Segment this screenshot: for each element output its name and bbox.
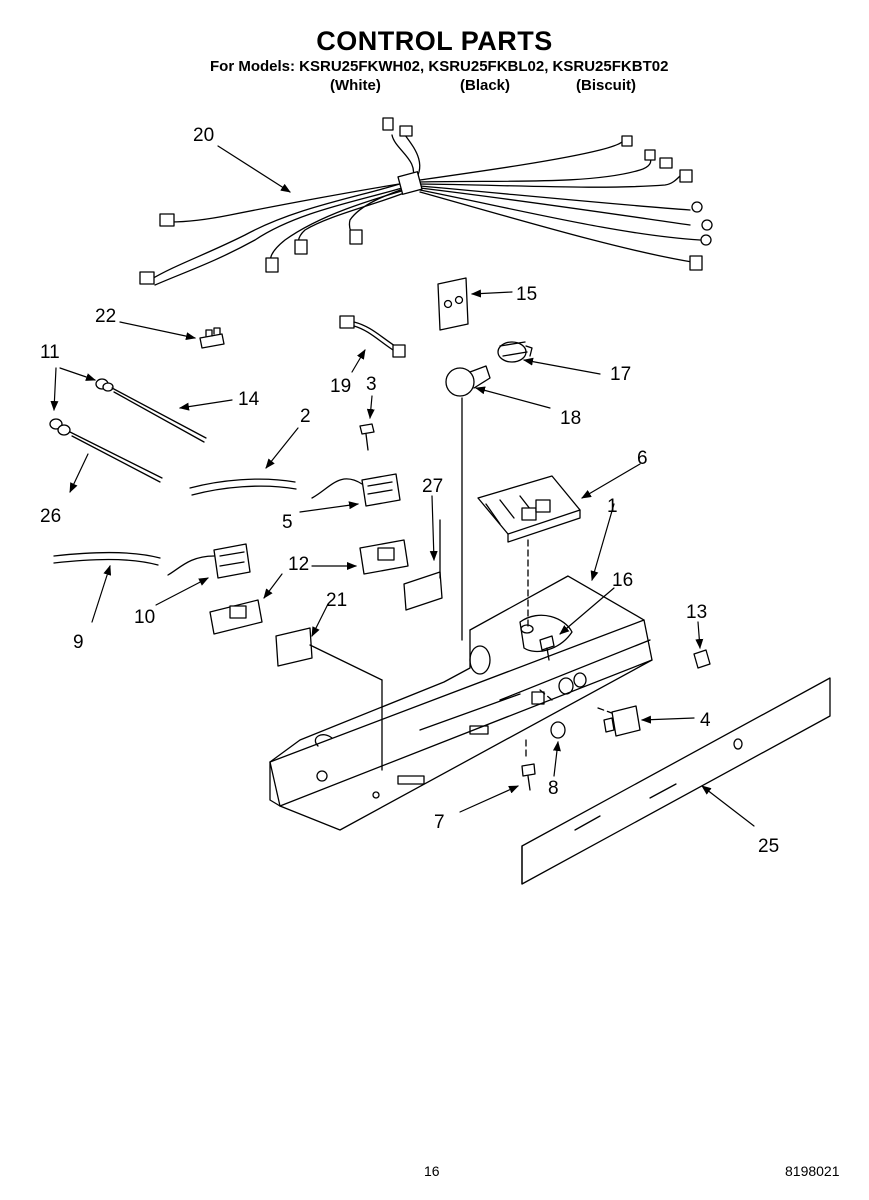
callout-2: 2 xyxy=(300,406,311,427)
screw-part-13 xyxy=(693,649,711,669)
screw-part-16 xyxy=(539,635,555,661)
knob-part-8 xyxy=(550,721,566,739)
clip-part-22 xyxy=(199,327,225,349)
screw-part-7 xyxy=(521,739,536,791)
tube-part-2 xyxy=(189,478,297,496)
color-label-biscuit: (Biscuit) xyxy=(576,77,636,94)
callout-21: 21 xyxy=(326,590,347,611)
callout-19: 19 xyxy=(330,376,351,397)
grommet-part-11-a xyxy=(95,378,114,392)
callout-7: 7 xyxy=(434,812,445,833)
grommet-part-11-b xyxy=(49,418,71,436)
switch-part-4 xyxy=(603,705,641,737)
models-line: For Models: KSRU25FKWH02, KSRU25FKBL02, … xyxy=(210,58,669,75)
bracket-part-12-a xyxy=(359,539,409,575)
callout-18: 18 xyxy=(560,408,581,429)
page-number: 16 xyxy=(424,1163,440,1179)
callout-14: 14 xyxy=(238,389,260,410)
callout-11: 11 xyxy=(40,342,60,363)
control-housing-part-1 xyxy=(269,575,653,831)
callout-16: 16 xyxy=(612,570,633,591)
callout-12: 12 xyxy=(288,554,309,575)
callout-27: 27 xyxy=(422,476,443,497)
callout-5: 5 xyxy=(282,512,293,533)
control-board-part-6 xyxy=(477,475,581,543)
thermostat-part-5 xyxy=(311,473,401,507)
lamp-socket-part-17 xyxy=(497,341,533,363)
callout-15: 15 xyxy=(516,284,537,305)
thermostat-part-10 xyxy=(167,543,251,579)
callout-9: 9 xyxy=(73,632,84,653)
wire-jumper-part-19 xyxy=(339,315,406,358)
callout-4: 4 xyxy=(700,710,711,731)
page-title: CONTROL PARTS xyxy=(316,26,553,56)
callout-20: 20 xyxy=(193,125,214,146)
callout-1: 1 xyxy=(607,496,618,517)
cover-panel-part-25 xyxy=(521,677,831,885)
callout-26: 26 xyxy=(40,506,61,527)
callout-labels: 20 15 22 11 19 3 14 17 18 2 26 5 6 27 1 … xyxy=(40,125,779,857)
color-label-white: (White) xyxy=(330,77,381,94)
rod-part-26 xyxy=(69,431,163,483)
label-part-21 xyxy=(275,627,313,667)
callout-8: 8 xyxy=(548,778,559,799)
wire-harness-part-20 xyxy=(139,117,713,286)
callout-25: 25 xyxy=(758,836,779,857)
bracket-part-12-b xyxy=(209,599,263,635)
light-bulb-part-18 xyxy=(445,365,491,397)
rod-part-14 xyxy=(111,387,207,443)
color-label-black: (Black) xyxy=(460,77,511,94)
document-number: 8198021 xyxy=(785,1163,840,1179)
callout-10: 10 xyxy=(134,607,155,628)
guide-lines xyxy=(309,397,463,771)
callout-13: 13 xyxy=(686,602,707,623)
label-part-27 xyxy=(403,571,443,611)
callout-6: 6 xyxy=(637,448,648,469)
callout-leaders xyxy=(50,145,755,827)
tube-part-9 xyxy=(53,551,161,566)
plate-part-15 xyxy=(437,277,469,331)
screw-part-3 xyxy=(359,423,375,451)
callout-17: 17 xyxy=(610,364,631,385)
callout-22: 22 xyxy=(95,306,116,327)
callout-3: 3 xyxy=(366,374,377,395)
